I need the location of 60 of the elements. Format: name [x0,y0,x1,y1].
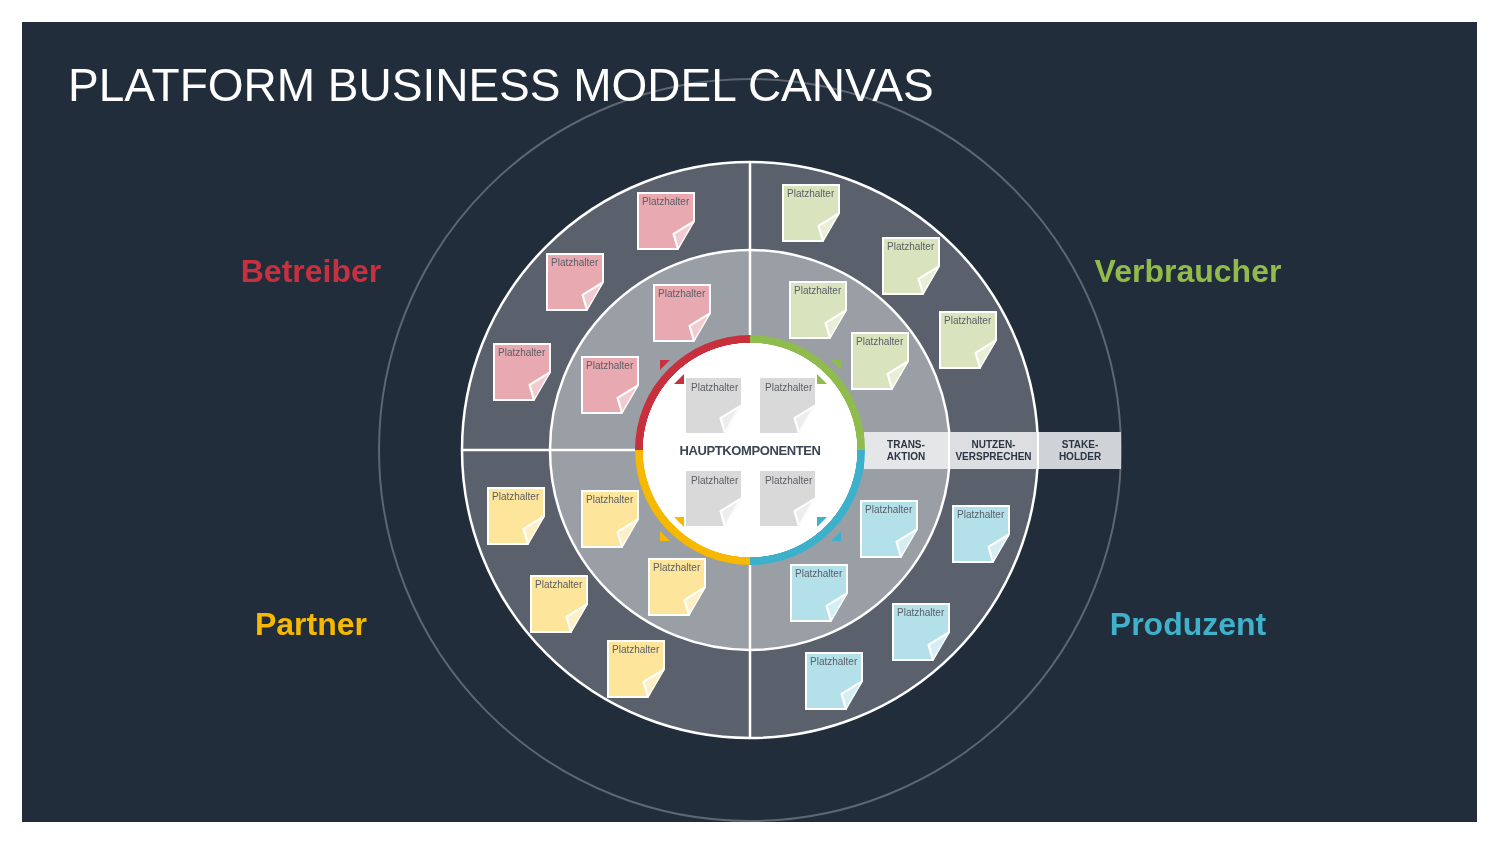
note-label: Platzhalter [612,644,660,656]
sticky-note [939,311,997,369]
sticky-note [530,575,588,633]
note-label: Platzhalter [810,656,858,668]
note-label: Platzhalter [765,382,813,394]
note-label: Platzhalter [787,188,835,200]
sticky-note [581,356,639,414]
note-label: Platzhalter [653,562,701,574]
sticky-note [952,505,1010,563]
note-label: Platzhalter [957,509,1005,521]
note-label: Platzhalter [642,196,690,208]
note-label: Platzhalter [492,491,540,503]
center-heading: HAUPTKOMPONENTEN [679,443,821,459]
sticky-note [607,640,665,698]
sticky-note [653,284,711,342]
quadrant-label: Betreiber [240,252,382,290]
sticky-note [686,378,741,433]
quadrant-label: Verbraucher [1094,252,1282,290]
note-label: Platzhalter [551,257,599,269]
note-label: Platzhalter [535,579,583,591]
sticky-note [637,192,695,250]
note-label: Platzhalter [586,494,634,506]
note-label: Platzhalter [658,288,706,300]
note-label: Platzhalter [887,241,935,253]
sticky-note [760,471,815,526]
slide-title: PLATFORM BUSINESS MODEL CANVAS [68,62,934,108]
sticky-note [789,281,847,339]
quadrant-label: Partner [255,605,367,643]
note-label: Platzhalter [944,315,992,327]
sticky-note [782,184,840,242]
sticky-note [686,471,741,526]
quadrant-label: Produzent [1109,605,1267,643]
note-label: Platzhalter [795,568,843,580]
note-label: Platzhalter [856,336,904,348]
band-segment [1037,432,1121,469]
note-label: Platzhalter [691,475,739,487]
note-label: Platzhalter [691,382,739,394]
sticky-note [760,378,815,433]
note-label: Platzhalter [586,360,634,372]
note-label: Platzhalter [765,475,813,487]
sticky-note [493,343,551,401]
band-segment [948,432,1037,469]
sticky-note [805,652,863,710]
sticky-note [892,603,950,661]
note-label: Platzhalter [865,504,913,516]
band-label: STAKE- HOLDER [1058,438,1102,463]
note-label: Platzhalter [498,347,546,359]
sticky-note [790,564,848,622]
sticky-note [487,487,545,545]
sticky-note [882,237,940,295]
band-segment [864,432,948,469]
sticky-note [546,253,604,311]
note-label: Platzhalter [794,285,842,297]
sticky-note [581,490,639,548]
band-label: NUTZEN- VERSPRECHEN [955,438,1032,463]
sticky-note [851,332,909,390]
band-label: TRANS- AKTION [886,438,926,463]
sticky-note [648,558,706,616]
sticky-note [860,500,918,558]
note-label: Platzhalter [897,607,945,619]
